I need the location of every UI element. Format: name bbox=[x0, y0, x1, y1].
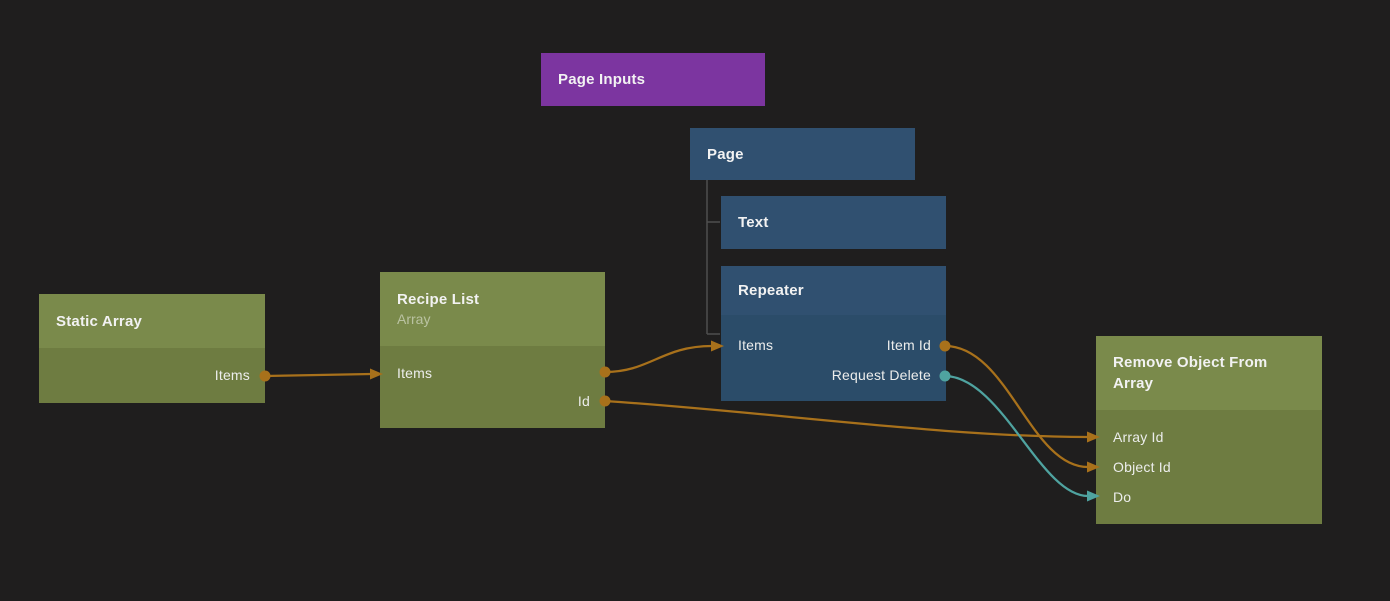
node-static-array[interactable]: Static Array Items bbox=[39, 294, 265, 403]
port-recipelist-id-output[interactable]: Id bbox=[577, 393, 590, 409]
node-remove-object-header: Remove Object From Array bbox=[1096, 336, 1322, 410]
port-repeater-requestdelete-output[interactable]: Request Delete bbox=[831, 367, 931, 383]
node-repeater-body: Items Item Id Request Delete bbox=[721, 315, 946, 401]
node-static-array-body: Items bbox=[39, 348, 265, 403]
wire-recipelist-id-to-remove-arrayid[interactable] bbox=[604, 399, 1089, 439]
node-repeater-header: Repeater bbox=[721, 266, 946, 315]
node-recipe-list[interactable]: Recipe List Array Items Id bbox=[380, 272, 605, 428]
wire-staticarray-items-to-recipelist-items[interactable] bbox=[264, 372, 372, 378]
node-static-array-title: Static Array bbox=[56, 312, 143, 330]
port-staticarray-items-output[interactable]: Items bbox=[214, 367, 250, 383]
node-text-title: Text bbox=[738, 214, 769, 231]
wire-recipelist-items-to-repeater-items[interactable] bbox=[604, 344, 713, 374]
port-row-staticarray-items: Items bbox=[39, 360, 265, 390]
node-recipe-list-title: Recipe List bbox=[397, 291, 480, 308]
node-page-inputs-title: Page Inputs bbox=[558, 71, 646, 88]
port-remove-objectid-input[interactable]: Object Id bbox=[1113, 459, 1171, 475]
port-row-repeater-items-itemid: Items Item Id bbox=[721, 330, 946, 360]
node-page[interactable]: Page bbox=[690, 128, 915, 180]
port-row-recipelist-items: Items bbox=[380, 359, 605, 387]
port-repeater-itemid-output[interactable]: Item Id bbox=[886, 337, 931, 353]
node-recipe-list-header: Recipe List Array bbox=[380, 272, 605, 346]
node-page-inputs-header: Page Inputs bbox=[541, 53, 765, 106]
node-page-header: Page bbox=[690, 128, 915, 180]
port-remove-arrayid-input[interactable]: Array Id bbox=[1113, 429, 1164, 445]
node-repeater[interactable]: Repeater Items Item Id Request Delete bbox=[721, 266, 946, 401]
port-remove-do-input[interactable]: Do bbox=[1113, 489, 1132, 505]
node-static-array-header: Static Array bbox=[39, 294, 265, 348]
wire-repeater-requestdelete-to-remove-do[interactable] bbox=[944, 374, 1089, 498]
node-text[interactable]: Text bbox=[721, 196, 946, 249]
node-remove-object-body: Array Id Object Id Do bbox=[1096, 410, 1322, 524]
node-text-header: Text bbox=[721, 196, 946, 249]
node-remove-object-from-array[interactable]: Remove Object From Array Array Id Object… bbox=[1096, 336, 1322, 524]
port-row-remove-objectid: Object Id bbox=[1096, 452, 1322, 482]
node-page-inputs[interactable]: Page Inputs bbox=[541, 53, 765, 106]
port-row-remove-do: Do bbox=[1096, 482, 1322, 512]
port-row-remove-arrayid: Array Id bbox=[1096, 422, 1322, 452]
node-page-title: Page bbox=[707, 145, 744, 163]
node-recipe-list-body: Items Id bbox=[380, 346, 605, 428]
port-row-repeater-requestdelete: Request Delete bbox=[721, 360, 946, 390]
port-recipelist-items[interactable]: Items bbox=[397, 365, 433, 381]
port-repeater-items-input[interactable]: Items bbox=[738, 337, 774, 353]
node-remove-object-title: Remove Object From Array bbox=[1113, 354, 1268, 392]
node-repeater-title: Repeater bbox=[738, 282, 804, 299]
node-recipe-list-subtitle: Array bbox=[397, 311, 431, 327]
wire-repeater-itemid-to-remove-objectid[interactable] bbox=[944, 344, 1089, 469]
port-row-recipelist-id: Id bbox=[380, 387, 605, 415]
